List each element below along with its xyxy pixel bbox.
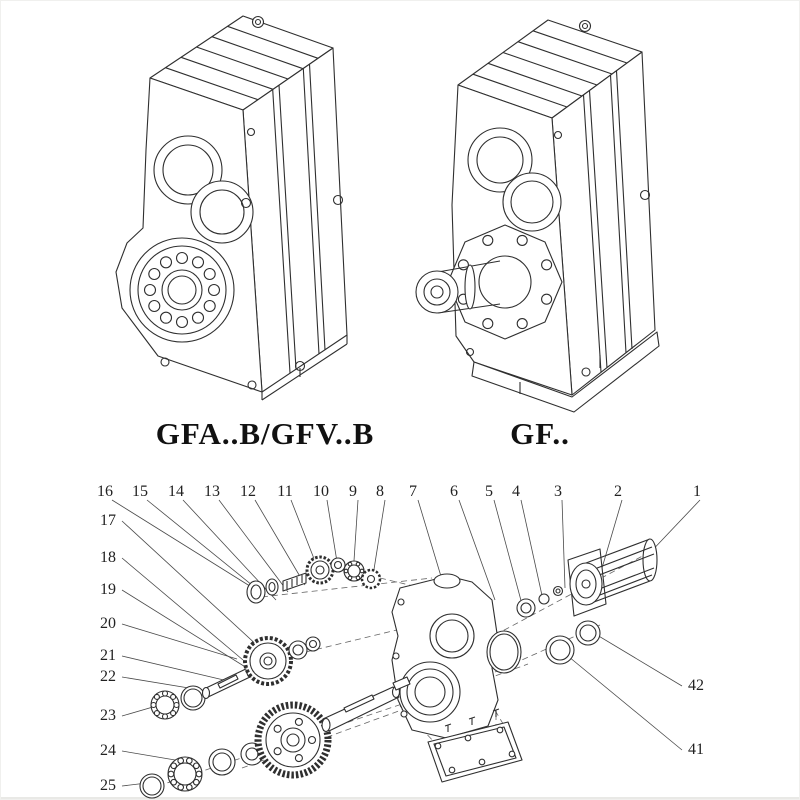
callout-12: 12 <box>240 483 256 500</box>
input-adapter-part <box>567 538 658 617</box>
callout-11: 11 <box>277 483 293 500</box>
callout-5: 5 <box>485 483 493 500</box>
callout-19: 19 <box>100 581 116 598</box>
callout-25: 25 <box>100 777 116 794</box>
callout-16: 16 <box>97 483 113 500</box>
callout-24: 24 <box>100 742 116 759</box>
gearbox-drawing-left <box>115 15 348 401</box>
callout-13: 13 <box>204 483 220 500</box>
callout-23: 23 <box>100 707 116 724</box>
input-shaft-parts <box>246 555 382 604</box>
exploded-view-diagram <box>111 499 701 799</box>
model-label-right: GF.. <box>510 416 570 451</box>
callout-21: 21 <box>100 647 116 664</box>
callout-22: 22 <box>100 668 116 685</box>
callout-42: 42 <box>688 677 704 694</box>
callout-4: 4 <box>512 483 520 500</box>
output-shaft-parts <box>139 676 411 799</box>
callout-15: 15 <box>132 483 148 500</box>
callout-41: 41 <box>688 741 704 758</box>
intermediate-shaft-parts <box>150 636 321 720</box>
callout-9: 9 <box>349 483 357 500</box>
gasket-plate-part <box>427 708 523 783</box>
callout-14: 14 <box>168 483 184 500</box>
callout-20: 20 <box>100 615 116 632</box>
housing-part <box>391 573 499 739</box>
callout-7: 7 <box>409 483 417 500</box>
model-label-left: GFA..B/GFV..B <box>155 416 375 451</box>
callout-8: 8 <box>376 483 384 500</box>
callout-17: 17 <box>100 512 116 529</box>
callout-1: 1 <box>693 483 701 500</box>
exploded-parts <box>139 538 658 799</box>
callout-3: 3 <box>554 483 562 500</box>
gearbox-drawing-right <box>415 19 660 413</box>
callout-10: 10 <box>313 483 329 500</box>
callout-18: 18 <box>100 549 116 566</box>
callout-6: 6 <box>450 483 458 500</box>
bearing-roller-ring <box>143 251 221 329</box>
seal-ring-parts <box>486 585 601 674</box>
callout-2: 2 <box>614 483 622 500</box>
